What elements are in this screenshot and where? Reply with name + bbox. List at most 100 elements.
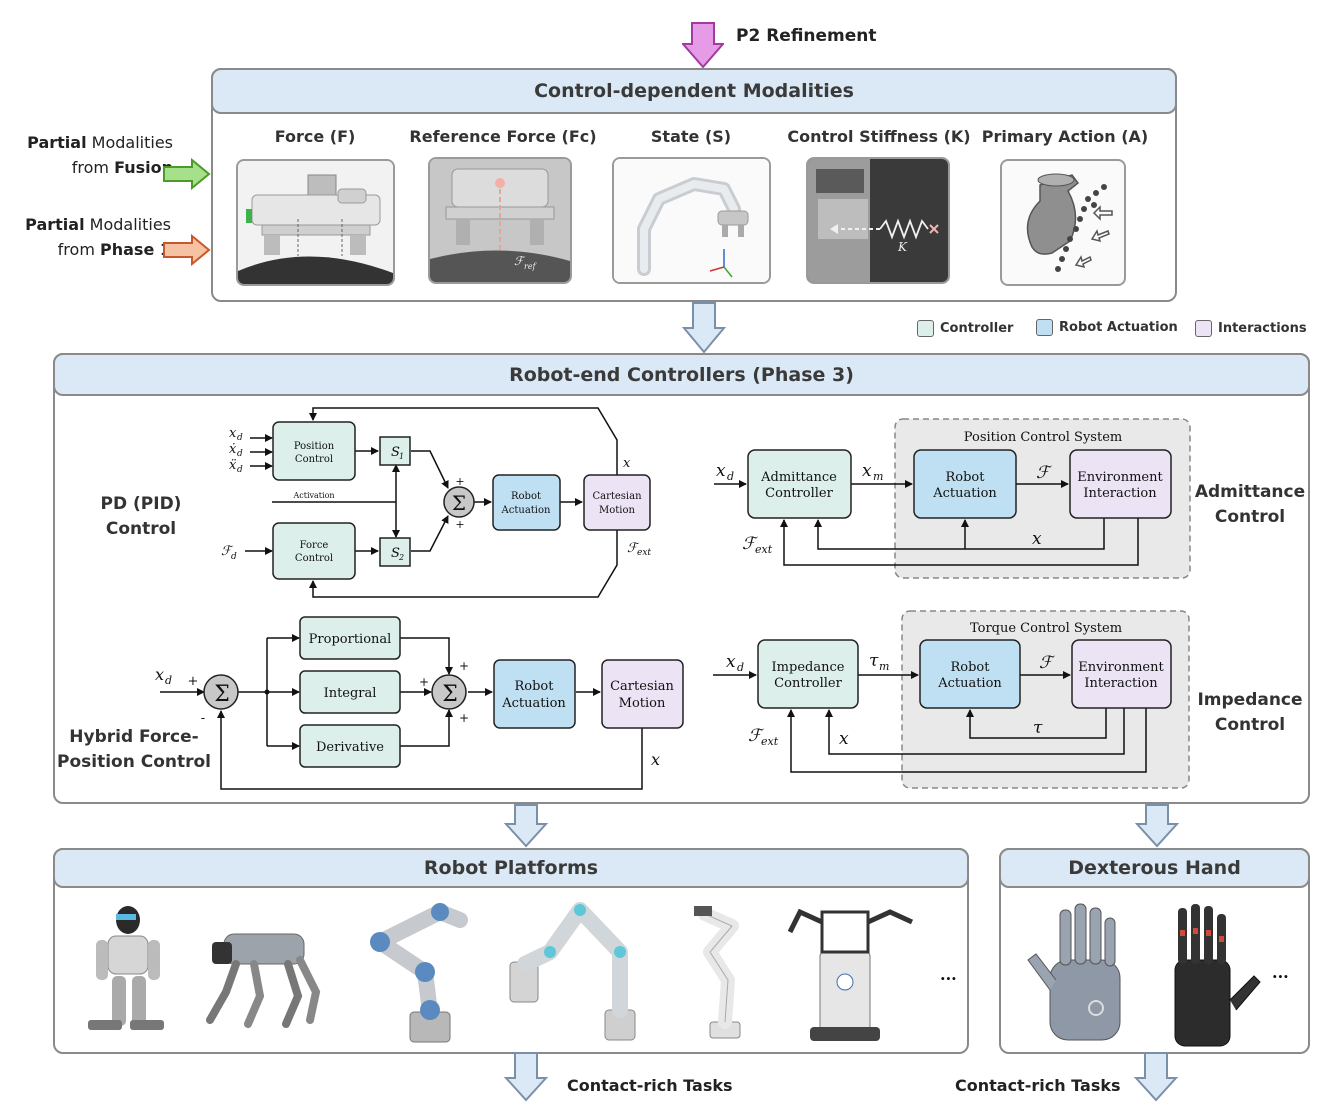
legend-controller: Controller: [917, 320, 1013, 337]
impedance-label-line2: Control: [1214, 715, 1286, 735]
pd-s1-label: S: [391, 445, 400, 460]
fusion-label: Partial Modalities from Fusion: [10, 130, 173, 180]
robot-platforms-illustrations: ...: [88, 902, 957, 1043]
hybrid-cartesian-motion-text2: Motion: [619, 696, 666, 711]
pd-cartesian-motion-text2: Motion: [599, 505, 635, 516]
admittance-controller-block: [747, 449, 852, 519]
pd-s2-block: [379, 537, 411, 567]
phase-text1: Modalities: [84, 215, 171, 234]
impedance-environment-block: [1071, 639, 1172, 709]
gripper-force-illustration: [238, 161, 393, 284]
admittance-xd-sub: d: [727, 470, 734, 483]
admittance-diagram: [714, 480, 1139, 566]
stiffness-k-label: K: [897, 240, 908, 254]
legend-robot-actuation-swatch: [1036, 319, 1053, 336]
hybrid-xd: x: [155, 665, 164, 684]
position-control-system-label: Position Control System: [964, 430, 1122, 445]
hybrid-sum-node-1: [203, 674, 239, 710]
pd-sum-node: [443, 486, 475, 518]
pd-robot-actuation-block: [492, 474, 561, 531]
hybrid-plus-top: +: [459, 659, 469, 673]
hybrid-label-line2: Position Control: [56, 752, 211, 772]
impedance-control-label: Impedance Control: [1192, 688, 1308, 738]
impedance-xd: x: [726, 652, 736, 672]
admittance-xd: x: [716, 461, 726, 481]
impedance-xd-sub: d: [737, 661, 744, 674]
reference-force-image: ℱ ref: [428, 157, 572, 284]
fusion-text2: from: [71, 158, 115, 177]
impedance-x: x: [839, 729, 849, 749]
admittance-xm-sub: m: [873, 470, 883, 483]
hybrid-label-line1: Hybrid Force-: [69, 727, 199, 747]
impedance-robot-actuation-text2: Actuation: [937, 676, 1002, 691]
force-image: [236, 159, 395, 286]
hybrid-x: x: [651, 750, 660, 769]
pd-x-label: x: [623, 456, 631, 471]
admittance-control-label: Admittance Control: [1192, 480, 1308, 530]
fref-sub-label: ref: [524, 262, 538, 271]
fusion-bold2: Fusion: [114, 158, 173, 177]
impedance-fext-sub: ext: [761, 735, 779, 748]
hands-title: Dexterous Hand: [999, 848, 1310, 888]
platforms-title: Robot Platforms: [53, 848, 969, 888]
down-arrow-tasks-left: [504, 1052, 548, 1102]
pd-activation-text: Activation: [292, 491, 334, 500]
admittance-environment-text2: Interaction: [1083, 486, 1157, 501]
robot-arm-state-illustration: [614, 159, 769, 282]
stiffness-image: K: [806, 157, 950, 284]
pd-s1-block: [379, 436, 411, 466]
pd-xd-dot: ẋ: [229, 442, 237, 457]
hybrid-robot-actuation-block: [493, 659, 576, 729]
pd-fext-sub: ext: [637, 548, 651, 558]
vase-pushing-illustration: [1026, 173, 1113, 272]
down-arrow-modalities: [682, 302, 726, 354]
dual-arm-mobile-robot-image: [787, 908, 914, 1041]
fusion-bold1: Partial: [27, 133, 87, 152]
pd-position-control-text2: Control: [295, 454, 333, 465]
pd-control-diagram: [245, 407, 618, 598]
impedance-controller-text2: Controller: [774, 676, 842, 691]
dexterous-hands-illustrations: ...: [1027, 903, 1289, 1047]
hybrid-sigma-2: Σ: [442, 682, 458, 707]
modalities-title: Control-dependent Modalities: [211, 68, 1177, 114]
admittance-controller-text1: Admittance: [760, 470, 837, 485]
admittance-fext: ℱ: [742, 534, 759, 554]
legend-interactions-label: Interactions: [1218, 321, 1307, 336]
modality-action-label: Primary Action (A): [981, 127, 1149, 146]
phase1-arrow: [163, 234, 211, 266]
torque-control-system-label: Torque Control System: [970, 621, 1122, 636]
controllers-title: Robot-end Controllers (Phase 3): [53, 353, 1310, 396]
admittance-robot-actuation-text2: Actuation: [932, 486, 997, 501]
hands-ellipsis: ...: [1272, 963, 1289, 982]
refinement-arrow: [682, 22, 724, 68]
pd-blocks: [272, 421, 651, 580]
fusion-text1: Modalities: [86, 133, 173, 152]
refinement-label: P2 Refinement: [736, 26, 877, 46]
stiffness-spring-illustration: K: [808, 159, 948, 282]
hybrid-sigma-1: Σ: [214, 682, 230, 707]
pd-force-control-text2: Control: [295, 553, 333, 564]
down-arrow-platforms: [504, 804, 548, 848]
admittance-fext-sub: ext: [755, 543, 773, 556]
pd-cartesian-motion-text1: Cartesian: [592, 491, 642, 502]
pd-xd: x: [229, 426, 237, 441]
hybrid-plus-bottom: +: [459, 711, 469, 725]
pd-s1-sub: 1: [399, 452, 404, 461]
state-image: [612, 157, 771, 284]
phase-text2: from: [57, 240, 100, 259]
modality-stiffness-label: Control Stiffness (K): [787, 127, 971, 146]
pd-position-control-text1: Position: [294, 441, 335, 452]
admittance-f: ℱ: [1036, 463, 1053, 483]
impedance-f: ℱ: [1039, 653, 1056, 673]
platforms-ellipsis: ...: [940, 965, 957, 984]
pd-robot-actuation-text1: Robot: [511, 491, 541, 502]
hybrid-control-label: Hybrid Force- Position Control: [55, 725, 213, 775]
pd-xd-ddot-sub: d: [237, 465, 243, 475]
hybrid-blocks: [203, 616, 684, 768]
hybrid-minus: -: [201, 711, 205, 726]
impedance-robot-actuation-block: [919, 639, 1021, 709]
pd-position-control-block: [272, 421, 356, 481]
hybrid-plus-input: +: [188, 674, 199, 689]
hybrid-proportional-text: Proportional: [309, 632, 392, 647]
